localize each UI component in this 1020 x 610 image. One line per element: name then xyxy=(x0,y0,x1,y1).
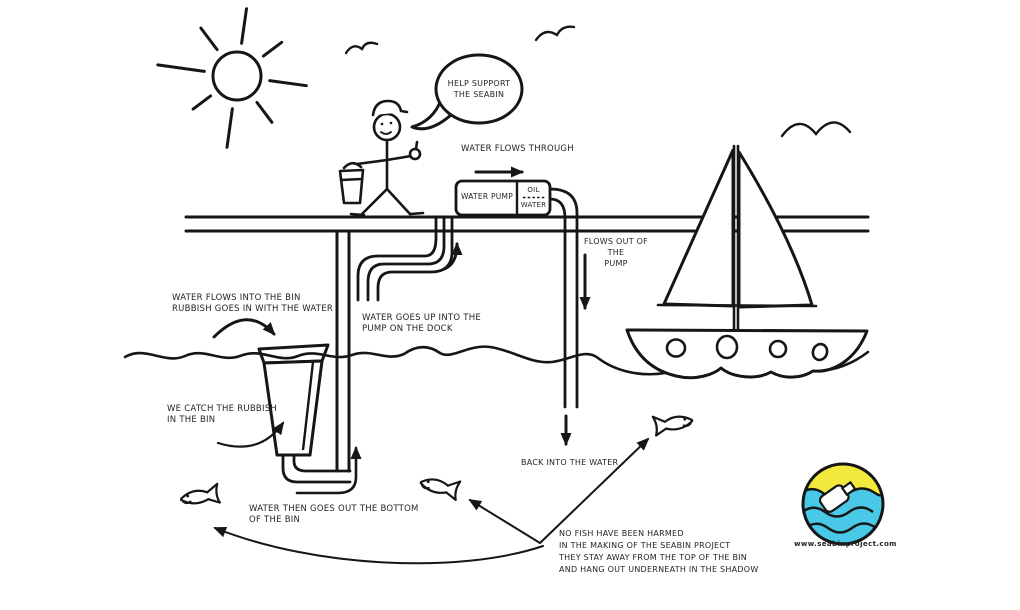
label-water-flows-through: WATER FLOWS THROUGH xyxy=(461,144,574,154)
bucket xyxy=(338,161,365,205)
speech-bubble-text: HELP SUPPORT THE SEABIN xyxy=(447,79,511,99)
label-oil: OIL xyxy=(527,186,540,194)
label-water-out-bottom: WATER THEN GOES OUT THE BOTTOM OF THE BI… xyxy=(249,504,419,525)
label-we-catch: WE CATCH THE RUBBISH IN THE BIN xyxy=(167,404,278,425)
label-flows-out: FLOWS OUT OF THE PUMP xyxy=(583,237,649,268)
label-no-fish: NO FISH HAVE BEEN HARMED IN THE MAKING O… xyxy=(559,529,759,574)
arrow-to-left-fish xyxy=(213,526,544,565)
bin-outlet-pipe xyxy=(281,454,352,484)
arrow-to-right-fish xyxy=(539,437,650,544)
porthole xyxy=(665,338,687,358)
logo-url: www.seabinproject.com xyxy=(794,540,897,548)
arrow-up-into-pump xyxy=(442,242,463,271)
porthole xyxy=(768,339,788,359)
speech-bubble xyxy=(410,53,524,131)
logo-bottle xyxy=(818,480,857,513)
label-back-into-water: BACK INTO THE WATER xyxy=(521,458,619,467)
intake-pipes xyxy=(356,215,454,302)
label-water-pump: WATER PUMP xyxy=(461,192,513,201)
outflow-pipe xyxy=(548,187,579,409)
sail-left xyxy=(662,148,735,308)
water-pump xyxy=(454,179,552,217)
label-water-flows-into-bin: WATER FLOWS INTO THE BIN RUBBISH GOES IN… xyxy=(172,293,334,314)
arrow-into-bin xyxy=(212,318,276,339)
arrow-out-bottom xyxy=(295,446,362,495)
seabin-logo xyxy=(801,462,885,546)
fish-icon xyxy=(417,471,462,502)
sailboat xyxy=(625,144,869,380)
arrow-we-catch xyxy=(216,421,285,448)
label-water-goes-up: WATER GOES UP INTO THE PUMP ON THE DOCK xyxy=(362,313,481,334)
hull xyxy=(625,328,869,380)
flow-arrows xyxy=(212,166,650,565)
label-water: WATER xyxy=(520,201,547,209)
porthole xyxy=(715,334,739,360)
arrow-to-middle-fish xyxy=(468,498,541,544)
bird-icon xyxy=(344,25,852,138)
sun xyxy=(156,7,308,149)
fish-icon xyxy=(178,482,221,510)
porthole xyxy=(811,342,829,362)
stick-figure xyxy=(338,99,425,217)
fish-icon xyxy=(651,409,695,437)
